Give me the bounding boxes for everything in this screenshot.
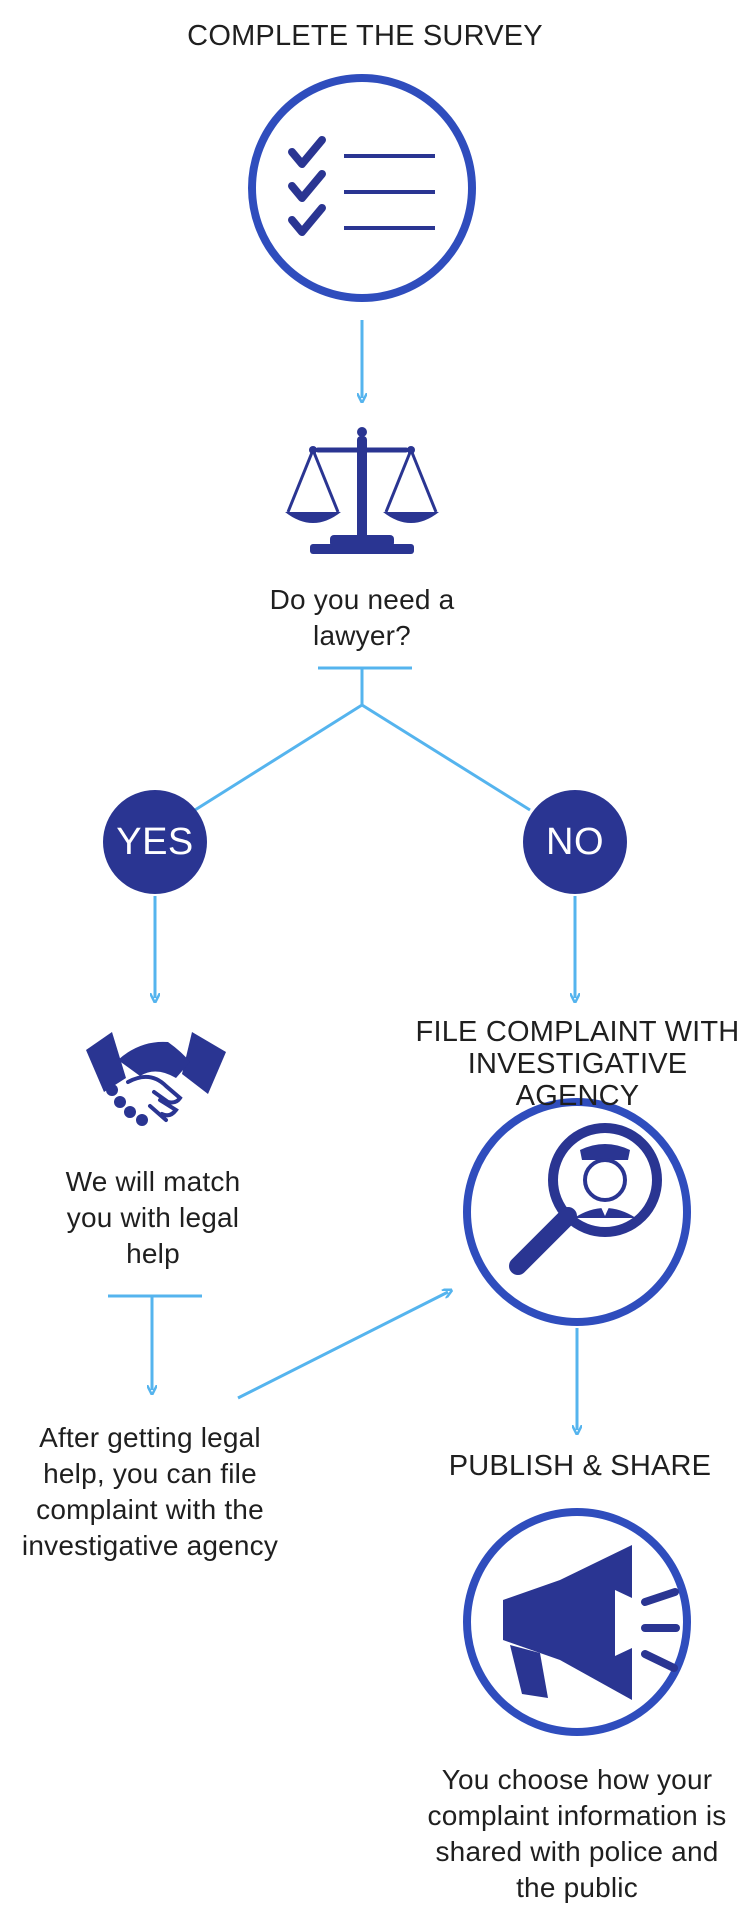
- no-node: NO: [523, 790, 627, 894]
- megaphone-icon: [463, 1508, 691, 1736]
- magnifier-officer-icon: [463, 1098, 691, 1326]
- legal-help-connector: [108, 1292, 448, 1400]
- after-legal-help-text: After getting legal help, you can file c…: [21, 1422, 279, 1561]
- handshake-icon: [86, 1032, 226, 1126]
- publish-share-text: You choose how your complaint informatio…: [427, 1764, 727, 1903]
- match-text: We will match you with legal help: [65, 1166, 241, 1269]
- scales-of-justice-icon: [285, 427, 439, 554]
- file-complaint-title: FILE COMPLAINT WITH INVESTIGATIVE AGENCY: [415, 1016, 740, 1112]
- publish-share-title: PUBLISH & SHARE: [448, 1450, 712, 1482]
- yes-node: YES: [103, 790, 207, 894]
- yes-label: YES: [116, 821, 194, 863]
- survey-title: COMPLETE THE SURVEY: [187, 20, 543, 52]
- no-label: NO: [546, 821, 604, 863]
- checklist-icon: [248, 74, 476, 302]
- decision-connector: [194, 666, 531, 812]
- lawyer-question: Do you need a lawyer?: [269, 584, 455, 651]
